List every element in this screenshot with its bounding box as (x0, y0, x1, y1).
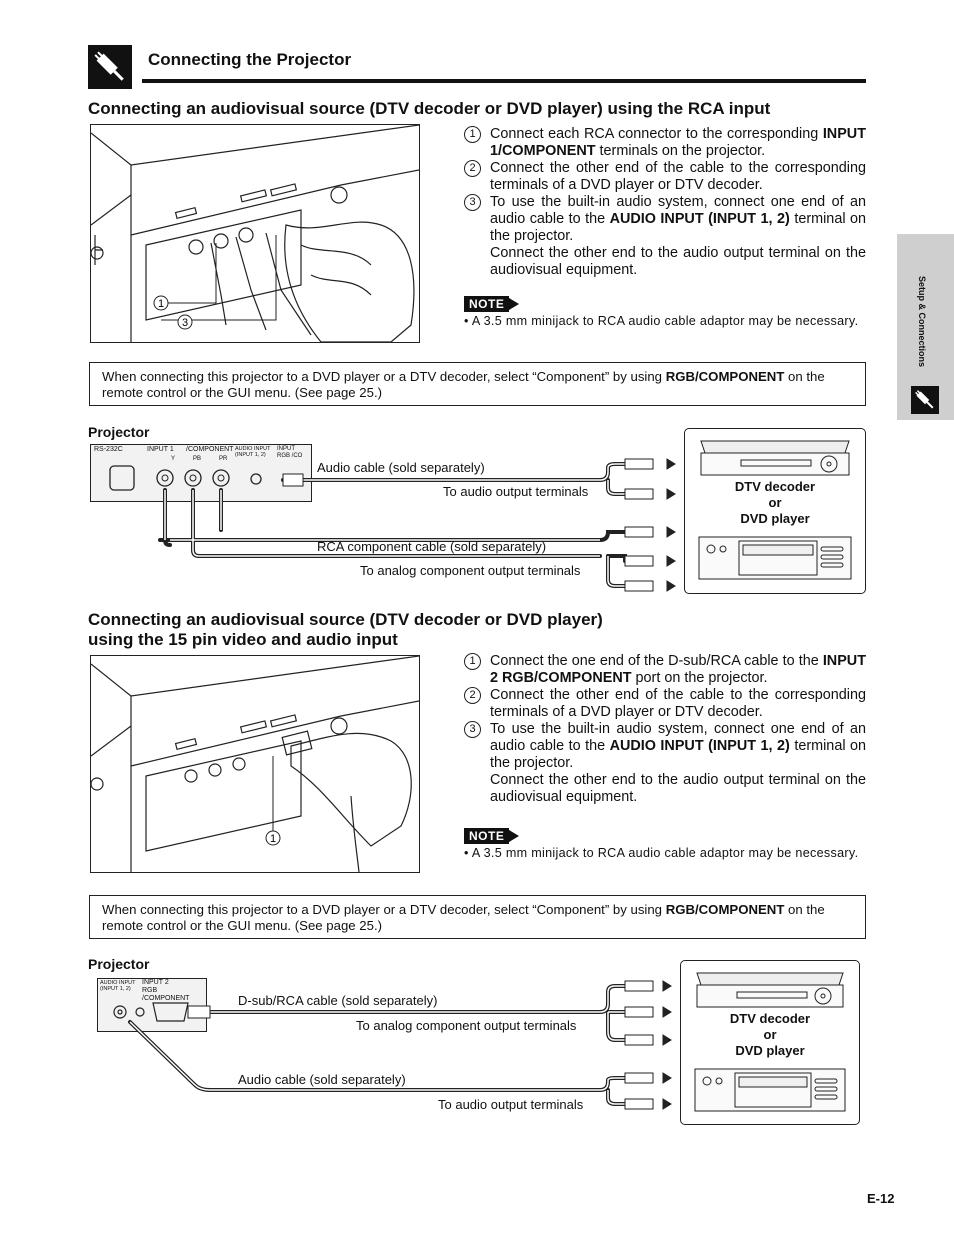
dvd-player-illustration (695, 1069, 845, 1111)
arrow-icon (663, 1073, 671, 1083)
audio-cable-label: Audio cable (sold separately) (238, 1072, 406, 1087)
arrow-icon (663, 1099, 671, 1109)
arrow-icon (663, 1035, 671, 1045)
audio-output-label: To audio output terminals (438, 1097, 583, 1112)
dsub-cable-label: D-sub/RCA cable (sold separately) (238, 993, 437, 1008)
page-number: E-12 (867, 1191, 894, 1206)
analog-output-label: To analog component output terminals (356, 1018, 576, 1033)
arrow-icon (663, 981, 671, 991)
device-label: DTV decoder or DVD player (710, 1011, 830, 1059)
arrow-icon (663, 1007, 671, 1017)
device-box: DTV decoder or DVD player (680, 960, 860, 1125)
